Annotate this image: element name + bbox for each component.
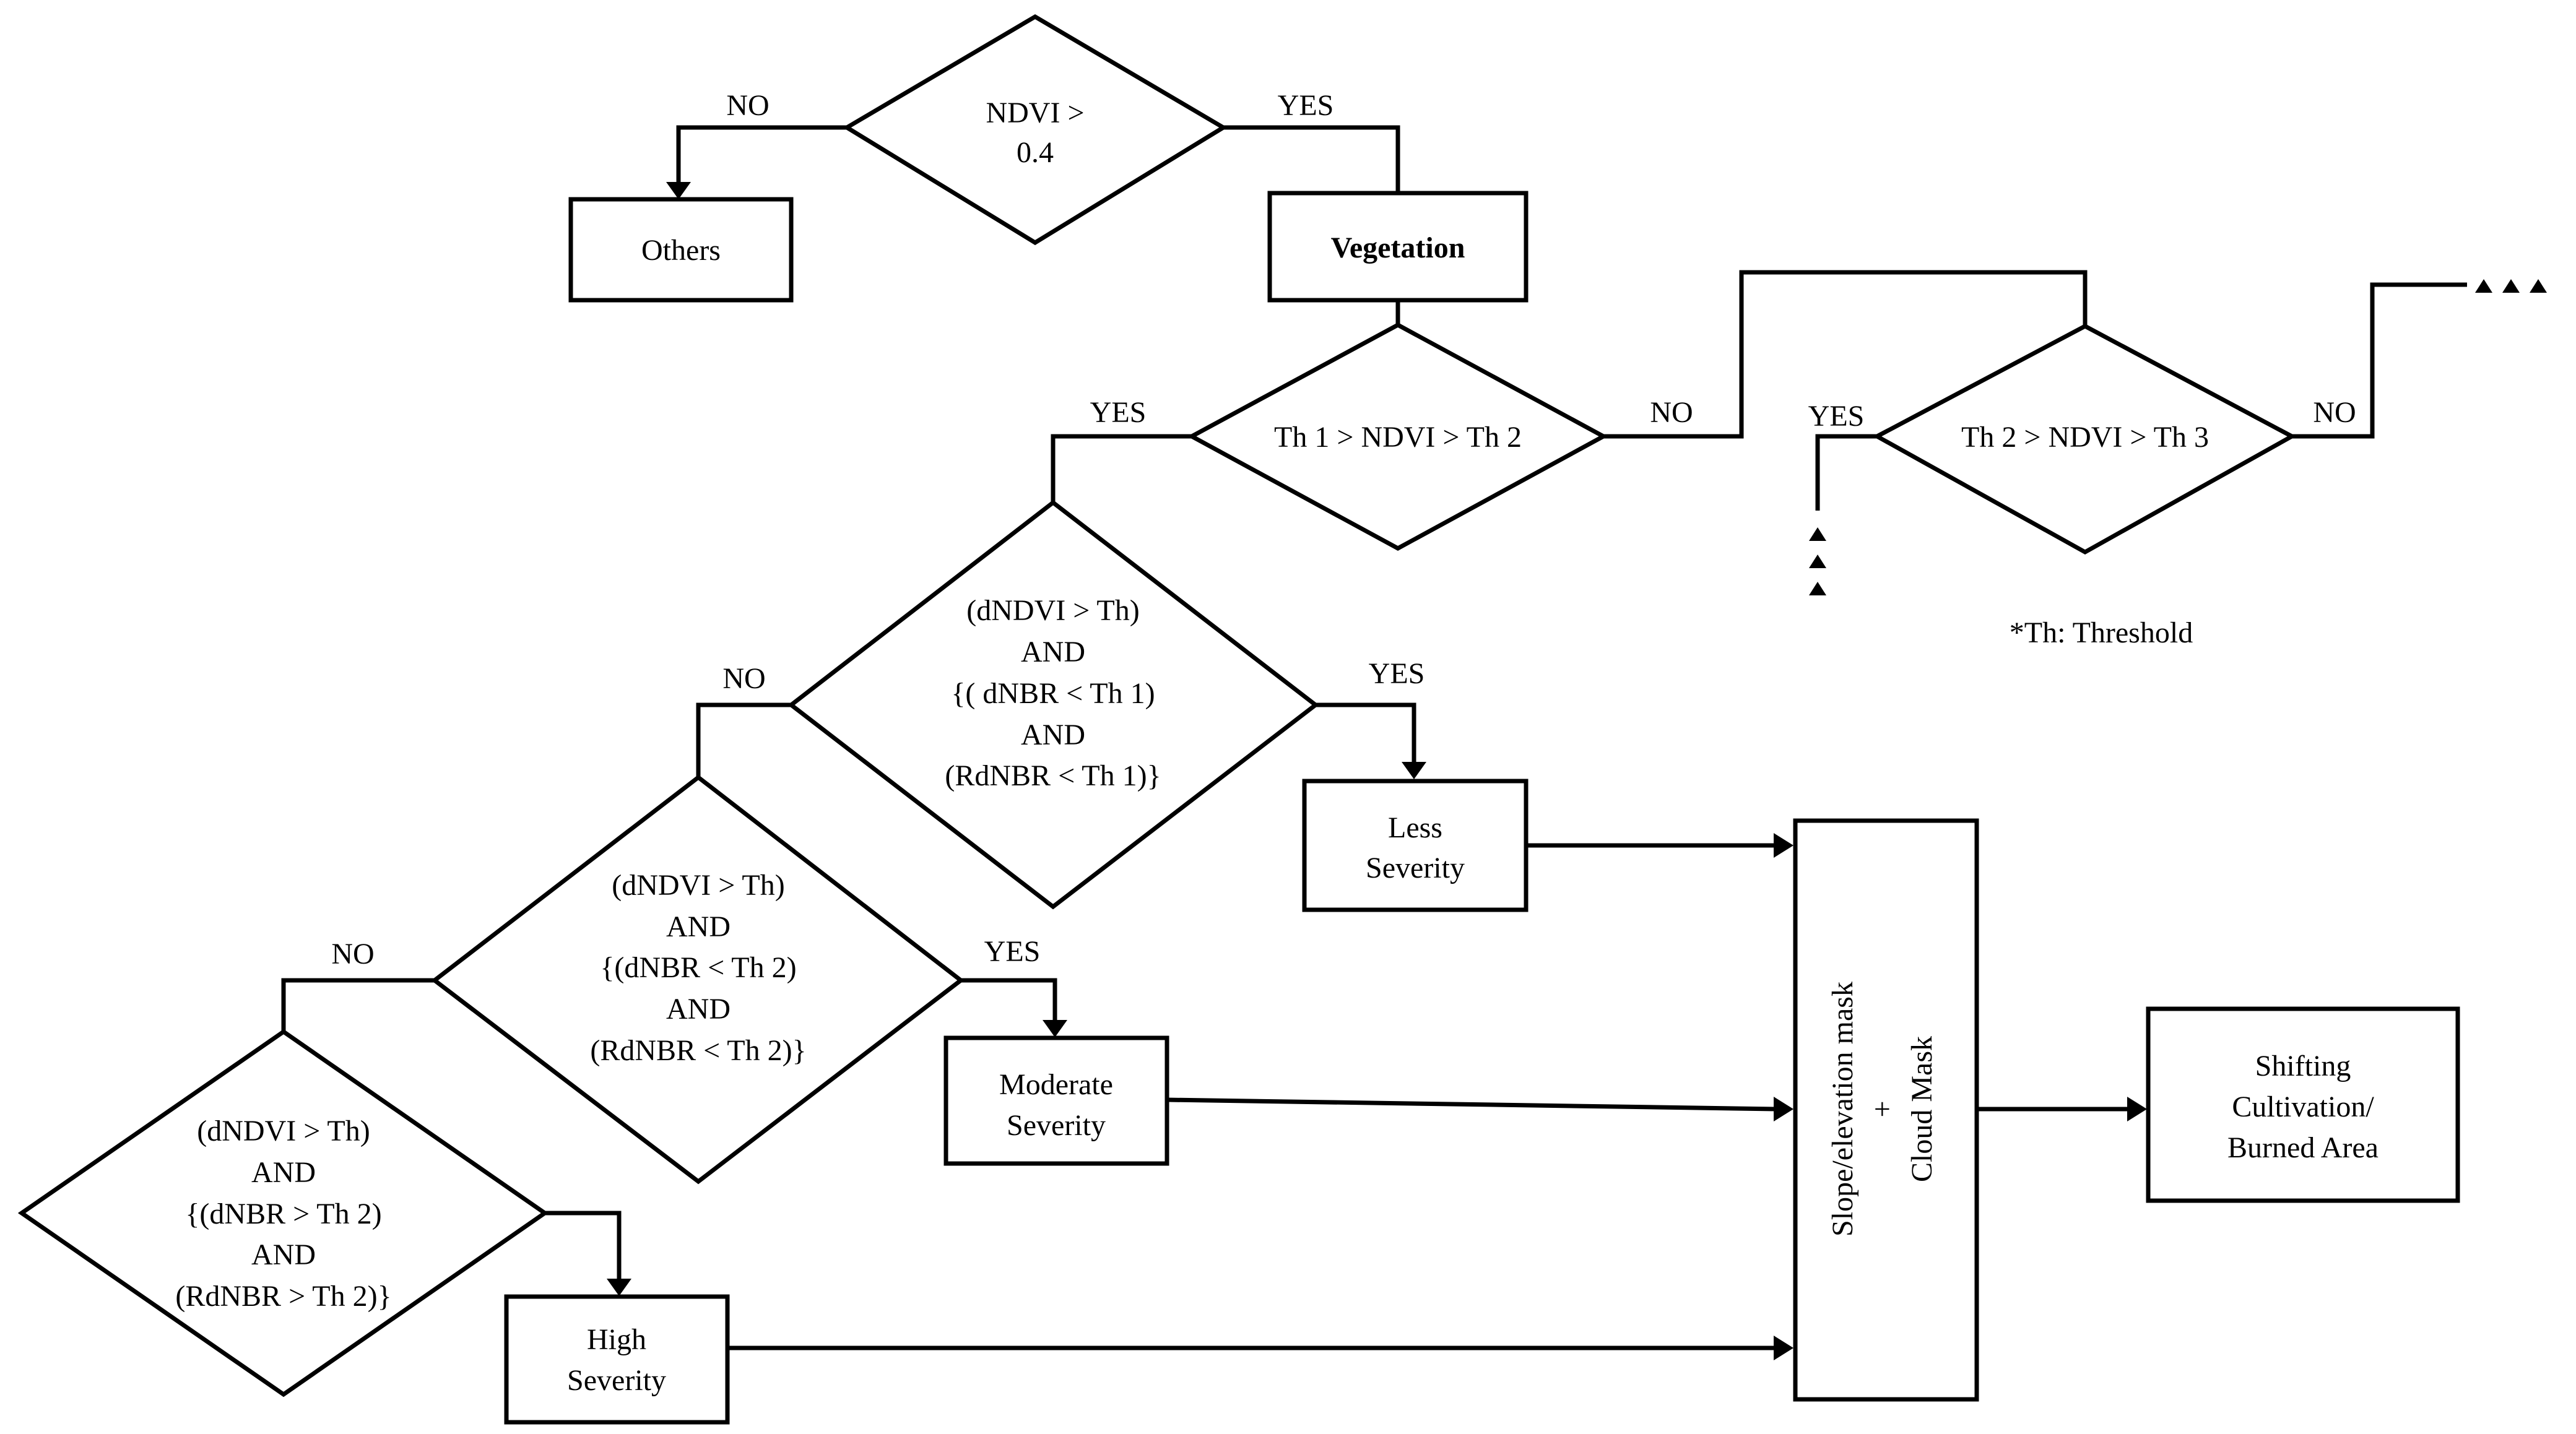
moderate-severity-line-1: Moderate <box>999 1068 1113 1101</box>
branch-label-no: NO <box>331 938 374 970</box>
d6-line-5: (RdNBR > Th 2)} <box>175 1280 391 1313</box>
high-severity-box: High Severity <box>504 1294 730 1425</box>
moderate-severity-line-2: Severity <box>1007 1109 1106 1142</box>
connector-d2-yes <box>1051 434 1192 503</box>
continuation-marker-2 <box>1809 555 1826 568</box>
vegetation-box: Vegetation <box>1267 191 1529 303</box>
decision-ndvi-range-2-label: Th 2 > NDVI > Th 3 <box>1961 421 2209 454</box>
connector-d5-no <box>281 978 435 1032</box>
continuation-markers <box>1809 279 2547 595</box>
vegetation-label: Vegetation <box>1331 231 1465 264</box>
output-box: Shifting Cultivation/ Burned Area <box>2146 1006 2460 1203</box>
continuation-marker-4 <box>2475 279 2492 293</box>
arrow-moderate-to-mask <box>1774 1097 1793 1121</box>
mask-line-2: + <box>1866 1100 1899 1117</box>
mask-box: Slope/elevation mask + Cloud Mask <box>1793 818 1979 1402</box>
branch-label-yes: YES <box>984 935 1041 968</box>
decision-ndvi-line-1: NDVI > <box>986 97 1084 129</box>
continuation-marker-1 <box>1809 527 1826 541</box>
continuation-marker-5 <box>2502 279 2520 293</box>
decision-high-severity-condition: (dNDVI > Th) AND {(dNBR > Th 2) AND (RdN… <box>17 1029 549 1397</box>
branch-label-no: NO <box>722 662 765 695</box>
arrow-to-high-severity <box>607 1279 631 1296</box>
connectors <box>281 125 2467 1360</box>
high-severity-line-1: High <box>587 1323 646 1356</box>
branch-label-yes: YES <box>1808 400 1865 433</box>
connector-d6-yes <box>545 1211 622 1281</box>
connector-d3-no <box>2292 282 2467 439</box>
mask-line-1: Slope/elevation mask <box>1826 982 1859 1237</box>
decision-moderate-severity-condition: (dNDVI > Th) AND {(dNBR < Th 2) AND (RdN… <box>431 774 965 1185</box>
output-line-2: Cultivation/ <box>2232 1091 2374 1123</box>
d5-line-5: (RdNBR < Th 2)} <box>590 1034 806 1067</box>
less-severity-line-2: Severity <box>1366 852 1465 884</box>
d4-line-5: (RdNBR < Th 1)} <box>945 759 1161 792</box>
arrow-to-others <box>666 182 691 199</box>
branch-label-no: NO <box>726 89 769 122</box>
decision-ndvi-range-1: Th 1 > NDVI > Th 2 <box>1187 322 1608 551</box>
connector-d5-yes <box>961 978 1057 1022</box>
d4-line-2: AND <box>1021 636 1085 668</box>
arrow-less-to-mask <box>1774 833 1793 858</box>
branch-label-no: NO <box>2313 396 2356 429</box>
decision-ndvi-line-2: 0.4 <box>1017 136 1054 169</box>
others-label: Others <box>641 234 721 267</box>
d6-line-1: (dNDVI > Th) <box>197 1115 370 1147</box>
connector-d3-yes <box>1815 434 1877 511</box>
decision-ndvi-range-1-label: Th 1 > NDVI > Th 2 <box>1274 421 1522 454</box>
d4-line-1: (dNDVI > Th) <box>966 594 1139 627</box>
decision-ndvi-threshold: NDVI > 0.4 <box>843 14 1228 246</box>
arrow-high-to-mask <box>1774 1336 1793 1360</box>
continuation-marker-6 <box>2530 279 2547 293</box>
d5-line-2: AND <box>666 910 731 943</box>
threshold-note: *Th: Threshold <box>2010 616 2193 649</box>
high-severity-line-2: Severity <box>567 1364 666 1397</box>
connector-moderate-mask <box>1166 1097 1777 1112</box>
mask-line-3: Cloud Mask <box>1906 1036 1938 1182</box>
arrow-mask-to-output <box>2127 1097 2147 1121</box>
branch-label-no: NO <box>1650 396 1693 429</box>
d6-line-2: AND <box>251 1156 316 1189</box>
continuation-marker-3 <box>1809 582 1826 595</box>
connector-d4-yes <box>1316 702 1416 766</box>
connector-d2-no <box>1603 270 2088 439</box>
arrow-to-less-severity <box>1402 762 1426 779</box>
d6-line-3: {(dNBR > Th 2) <box>185 1198 381 1230</box>
output-line-3: Burned Area <box>2227 1131 2379 1164</box>
connector-d1-no <box>676 125 847 187</box>
decision-ndvi-range-2: Th 2 > NDVI > Th 3 <box>1872 324 2297 555</box>
less-severity-line-1: Less <box>1388 811 1442 844</box>
moderate-severity-box: Moderate Severity <box>943 1035 1169 1166</box>
branch-label-yes: YES <box>1369 657 1425 690</box>
decision-less-severity-condition: (dNDVI > Th) AND {( dNBR < Th 1) AND (Rd… <box>787 499 1319 910</box>
others-box: Others <box>568 197 794 303</box>
d4-line-3: {( dNBR < Th 1) <box>951 677 1155 710</box>
branch-label-yes: YES <box>1278 89 1334 122</box>
less-severity-box: Less Severity <box>1302 779 1529 912</box>
d5-line-4: AND <box>666 993 731 1026</box>
branch-labels: NO YES YES NO YES NO NO YES NO YES <box>331 89 2356 970</box>
connector-d4-no <box>696 702 791 777</box>
d6-line-4: AND <box>251 1238 316 1271</box>
arrow-to-moderate-severity <box>1043 1020 1067 1037</box>
d4-line-4: AND <box>1021 719 1085 751</box>
output-line-1: Shifting <box>2255 1050 2351 1082</box>
branch-label-yes: YES <box>1090 396 1147 429</box>
d5-line-1: (dNDVI > Th) <box>612 869 784 902</box>
d5-line-3: {(dNBR < Th 2) <box>600 951 796 984</box>
connector-d1-yes <box>1223 125 1400 193</box>
